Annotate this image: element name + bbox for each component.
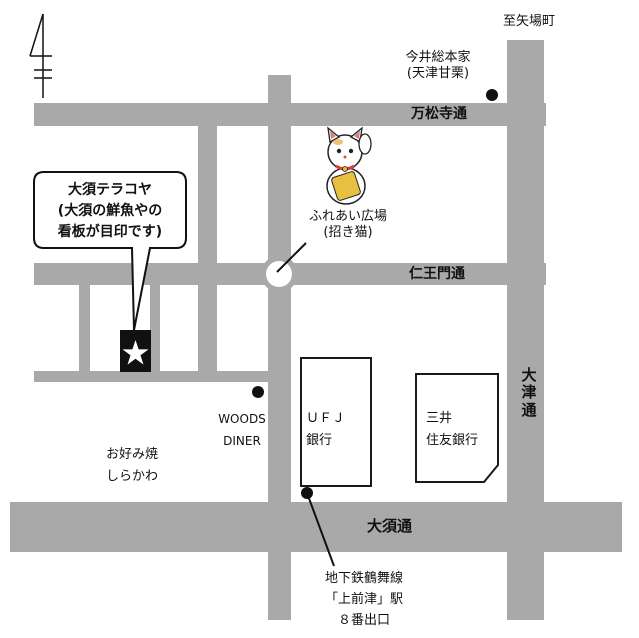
road-label-otsu-char-2: 津	[521, 383, 537, 402]
station-label-line-1: 地下鉄鶴舞線	[324, 571, 403, 586]
station-label: 地下鉄鶴舞線 「上前津」駅 ８番出口	[309, 568, 419, 631]
ufj-label-line-2: 銀行	[306, 433, 333, 448]
mitsui-bank-building	[415, 373, 499, 483]
road-side-vertical-c	[150, 285, 160, 377]
station-label-line-2: 「上前津」駅	[324, 592, 403, 607]
imai-label-line-2: (天津甘栗)	[406, 66, 470, 82]
road-label-otsu: 大 津 通	[520, 366, 538, 419]
road-label-mansho-ji: 万松寺通	[411, 106, 467, 122]
station-exit-dot	[301, 487, 313, 499]
woods-location-dot	[252, 386, 264, 398]
callout-line-3: 看板が目印です)	[57, 224, 163, 240]
callout-line-2: (大須の鮮魚やの	[57, 203, 163, 219]
road-side-vertical-b	[79, 285, 90, 377]
mitsui-label: 三井 住友銀行	[426, 408, 478, 452]
ufj-bank-building	[300, 357, 372, 487]
road-otsu	[507, 40, 544, 620]
plaza-label: ふれあい広場 (招き猫)	[293, 209, 403, 242]
imai-label: 今井総本家 (天津甘栗)	[388, 50, 488, 83]
road-label-osu: 大須通	[367, 517, 413, 535]
star-icon	[122, 340, 149, 365]
station-pointer-line	[306, 492, 335, 567]
callout-text: 大須テラコヤ (大須の鮮魚やの 看板が目印です)	[36, 180, 184, 243]
woods-diner-label: WOODS DINER	[212, 408, 272, 452]
road-label-otsu-char-1: 大	[521, 366, 537, 384]
maneki-neko-icon	[326, 126, 372, 205]
mitsui-label-line-1: 三井	[426, 411, 453, 426]
road-label-otsu-char-3: 通	[521, 400, 537, 419]
road-center-vertical	[268, 75, 291, 620]
okonomiyaki-label-line-2: しらかわ	[105, 469, 158, 484]
ufj-label: ＵＦＪ 銀行	[306, 408, 345, 452]
north-arrow-icon	[29, 13, 52, 98]
road-side-vertical-a	[198, 126, 217, 376]
imai-label-line-1: 今井総本家	[405, 50, 471, 65]
okonomiyaki-label-line-1: お好み焼	[105, 447, 158, 462]
star-marker	[120, 330, 151, 372]
plaza-label-line-2: (招き猫)	[323, 225, 373, 241]
callout-bubble	[33, 171, 187, 331]
direction-label-yaba-cho: 至矢場町	[503, 14, 556, 29]
callout-line-1: 大須テラコヤ	[68, 182, 152, 198]
plaza-pointer-line	[276, 242, 307, 273]
roundabout-island	[266, 261, 292, 287]
woods-diner-label-line-2: DINER	[223, 434, 261, 448]
road-label-nio-mon: 仁王門通	[409, 266, 465, 282]
imai-location-dot	[486, 89, 498, 101]
ufj-label-line-1: ＵＦＪ	[306, 411, 346, 426]
mitsui-label-line-2: 住友銀行	[426, 433, 479, 448]
woods-diner-label-line-1: WOODS	[218, 412, 266, 426]
station-label-line-3: ８番出口	[337, 613, 390, 628]
okonomiyaki-label: お好み焼 しらかわ	[92, 444, 172, 488]
plaza-label-line-1: ふれあい広場	[308, 209, 387, 224]
